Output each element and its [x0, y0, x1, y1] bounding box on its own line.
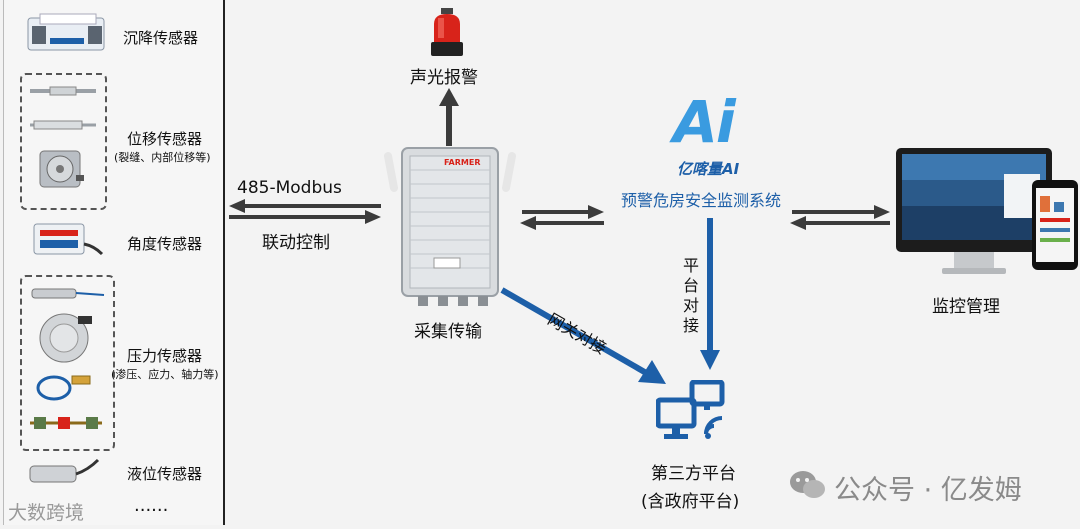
- displacement-sensor-label: 位移传感器: [127, 130, 203, 148]
- displacement-sensor-note: (裂缝、内部位移等): [114, 151, 211, 164]
- pressure-sensor-note: (渗压、应力、轴力等): [111, 368, 219, 381]
- pressure-sensor-label: 压力传感器: [127, 347, 203, 365]
- platform-dock-char-3: 对: [682, 296, 699, 315]
- displacement-group-box: [20, 73, 107, 210]
- pressure-probe-image: [31, 288, 105, 299]
- draw-wire-sensor-image: [39, 150, 84, 188]
- displacement-rod-image: [30, 86, 96, 96]
- gateway-device-image: [384, 147, 516, 306]
- level-sensor-image: [29, 458, 100, 483]
- pressure-cable-image: [36, 375, 91, 401]
- sensor-panel: 沉降传感器 位移传感器 (裂缝、内部位移等) 角度传感器: [3, 0, 225, 525]
- third-party-label: 第三方平台: [651, 464, 736, 484]
- alarm-label: 声光报警: [410, 68, 478, 88]
- source-watermark: 大数跨境: [8, 502, 85, 524]
- system-title: 预警危房安全监测系统: [621, 191, 782, 210]
- modbus-double-arrow: [229, 199, 381, 224]
- settlement-sensor-image: [27, 13, 105, 51]
- monitor-label: 监控管理: [932, 297, 1000, 317]
- gateway-system-double-arrow: [520, 205, 604, 230]
- monitor-image: [896, 148, 1078, 274]
- alarm-light-icon: [431, 8, 463, 56]
- linkage-label: 联动控制: [262, 233, 330, 253]
- wechat-icon: [790, 471, 825, 498]
- platform-dock-char-4: 接: [682, 316, 699, 335]
- alarm-arrow: [439, 88, 459, 146]
- displacement-rod-image-2: [30, 120, 96, 130]
- pressure-group-box: [20, 275, 115, 451]
- platform-dock-char-1: 平: [682, 256, 699, 275]
- system-monitor-double-arrow: [790, 205, 890, 230]
- platform-dock-char-2: 台: [682, 276, 699, 295]
- modbus-label: 485-Modbus: [237, 178, 342, 198]
- strain-gauge-image: [30, 417, 102, 429]
- platform-dock-arrow: [700, 218, 720, 370]
- angle-sensor-image: [33, 223, 104, 256]
- gateway-dock-arrow: [500, 287, 666, 384]
- level-sensor-label: 液位传感器: [127, 465, 203, 483]
- wechat-watermark: 公众号 · 亿发姆: [834, 475, 1022, 506]
- device-brand-label: FARMER: [444, 158, 481, 167]
- third-party-note: (含政府平台): [641, 492, 740, 512]
- angle-sensor-label: 角度传感器: [127, 235, 203, 253]
- collect-label: 采集传输: [414, 322, 482, 342]
- more-ellipsis: ......: [134, 495, 169, 516]
- earth-pressure-cell-image: [39, 313, 92, 363]
- settlement-sensor-label: 沉降传感器: [123, 29, 199, 47]
- network-computers-icon: [656, 380, 725, 439]
- ai-brand-label: 亿喀量AI: [677, 160, 740, 178]
- ai-logo: Ai: [673, 88, 736, 156]
- platform-dock-label: 平 台 对 接: [682, 256, 700, 336]
